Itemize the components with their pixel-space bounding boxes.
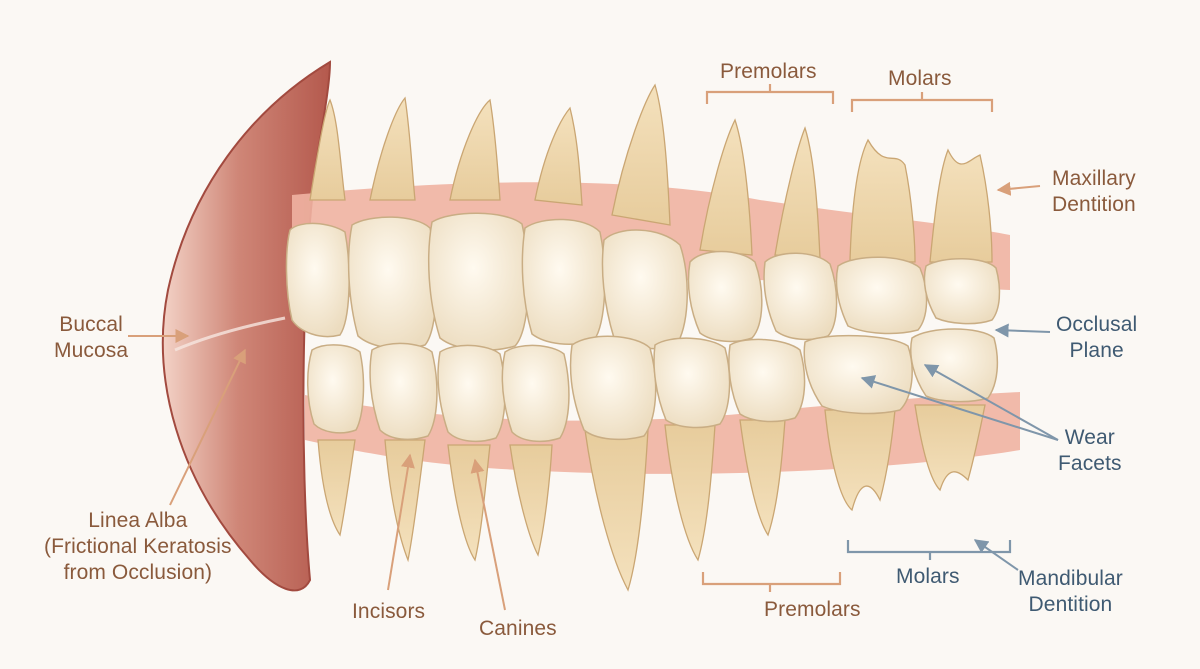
mandibular-dentition-label: Mandibular Dentition <box>1018 567 1123 616</box>
lower-roots <box>317 404 986 592</box>
buccal-mucosa-label: Buccal Mucosa <box>54 313 129 362</box>
premolars-bottom-label: Premolars <box>764 598 861 621</box>
maxillary-dentition-label: Maxillary Dentition <box>1052 167 1136 216</box>
upper-crowns <box>285 212 1001 351</box>
premolars-top-bracket <box>705 84 835 104</box>
occlusal-plane-label: Occlusal Plane <box>1056 313 1138 362</box>
molars-bottom-bracket <box>846 540 1012 560</box>
linea-alba-label: Linea Alba (Frictional Keratosis from Oc… <box>44 509 232 584</box>
incisors-label: Incisors <box>352 600 426 623</box>
premolars-bottom-bracket <box>701 572 842 592</box>
premolars-top-label: Premolars <box>720 60 817 83</box>
molars-top-label: Molars <box>888 67 952 90</box>
molars-bottom-label: Molars <box>896 565 960 588</box>
pointers <box>128 181 1059 611</box>
molars-top-bracket <box>850 92 994 112</box>
lower-crowns <box>306 328 999 443</box>
canines-label: Canines <box>479 617 557 640</box>
upper-roots <box>309 83 993 263</box>
wear-facets-label: Wear Facets <box>1058 426 1122 475</box>
